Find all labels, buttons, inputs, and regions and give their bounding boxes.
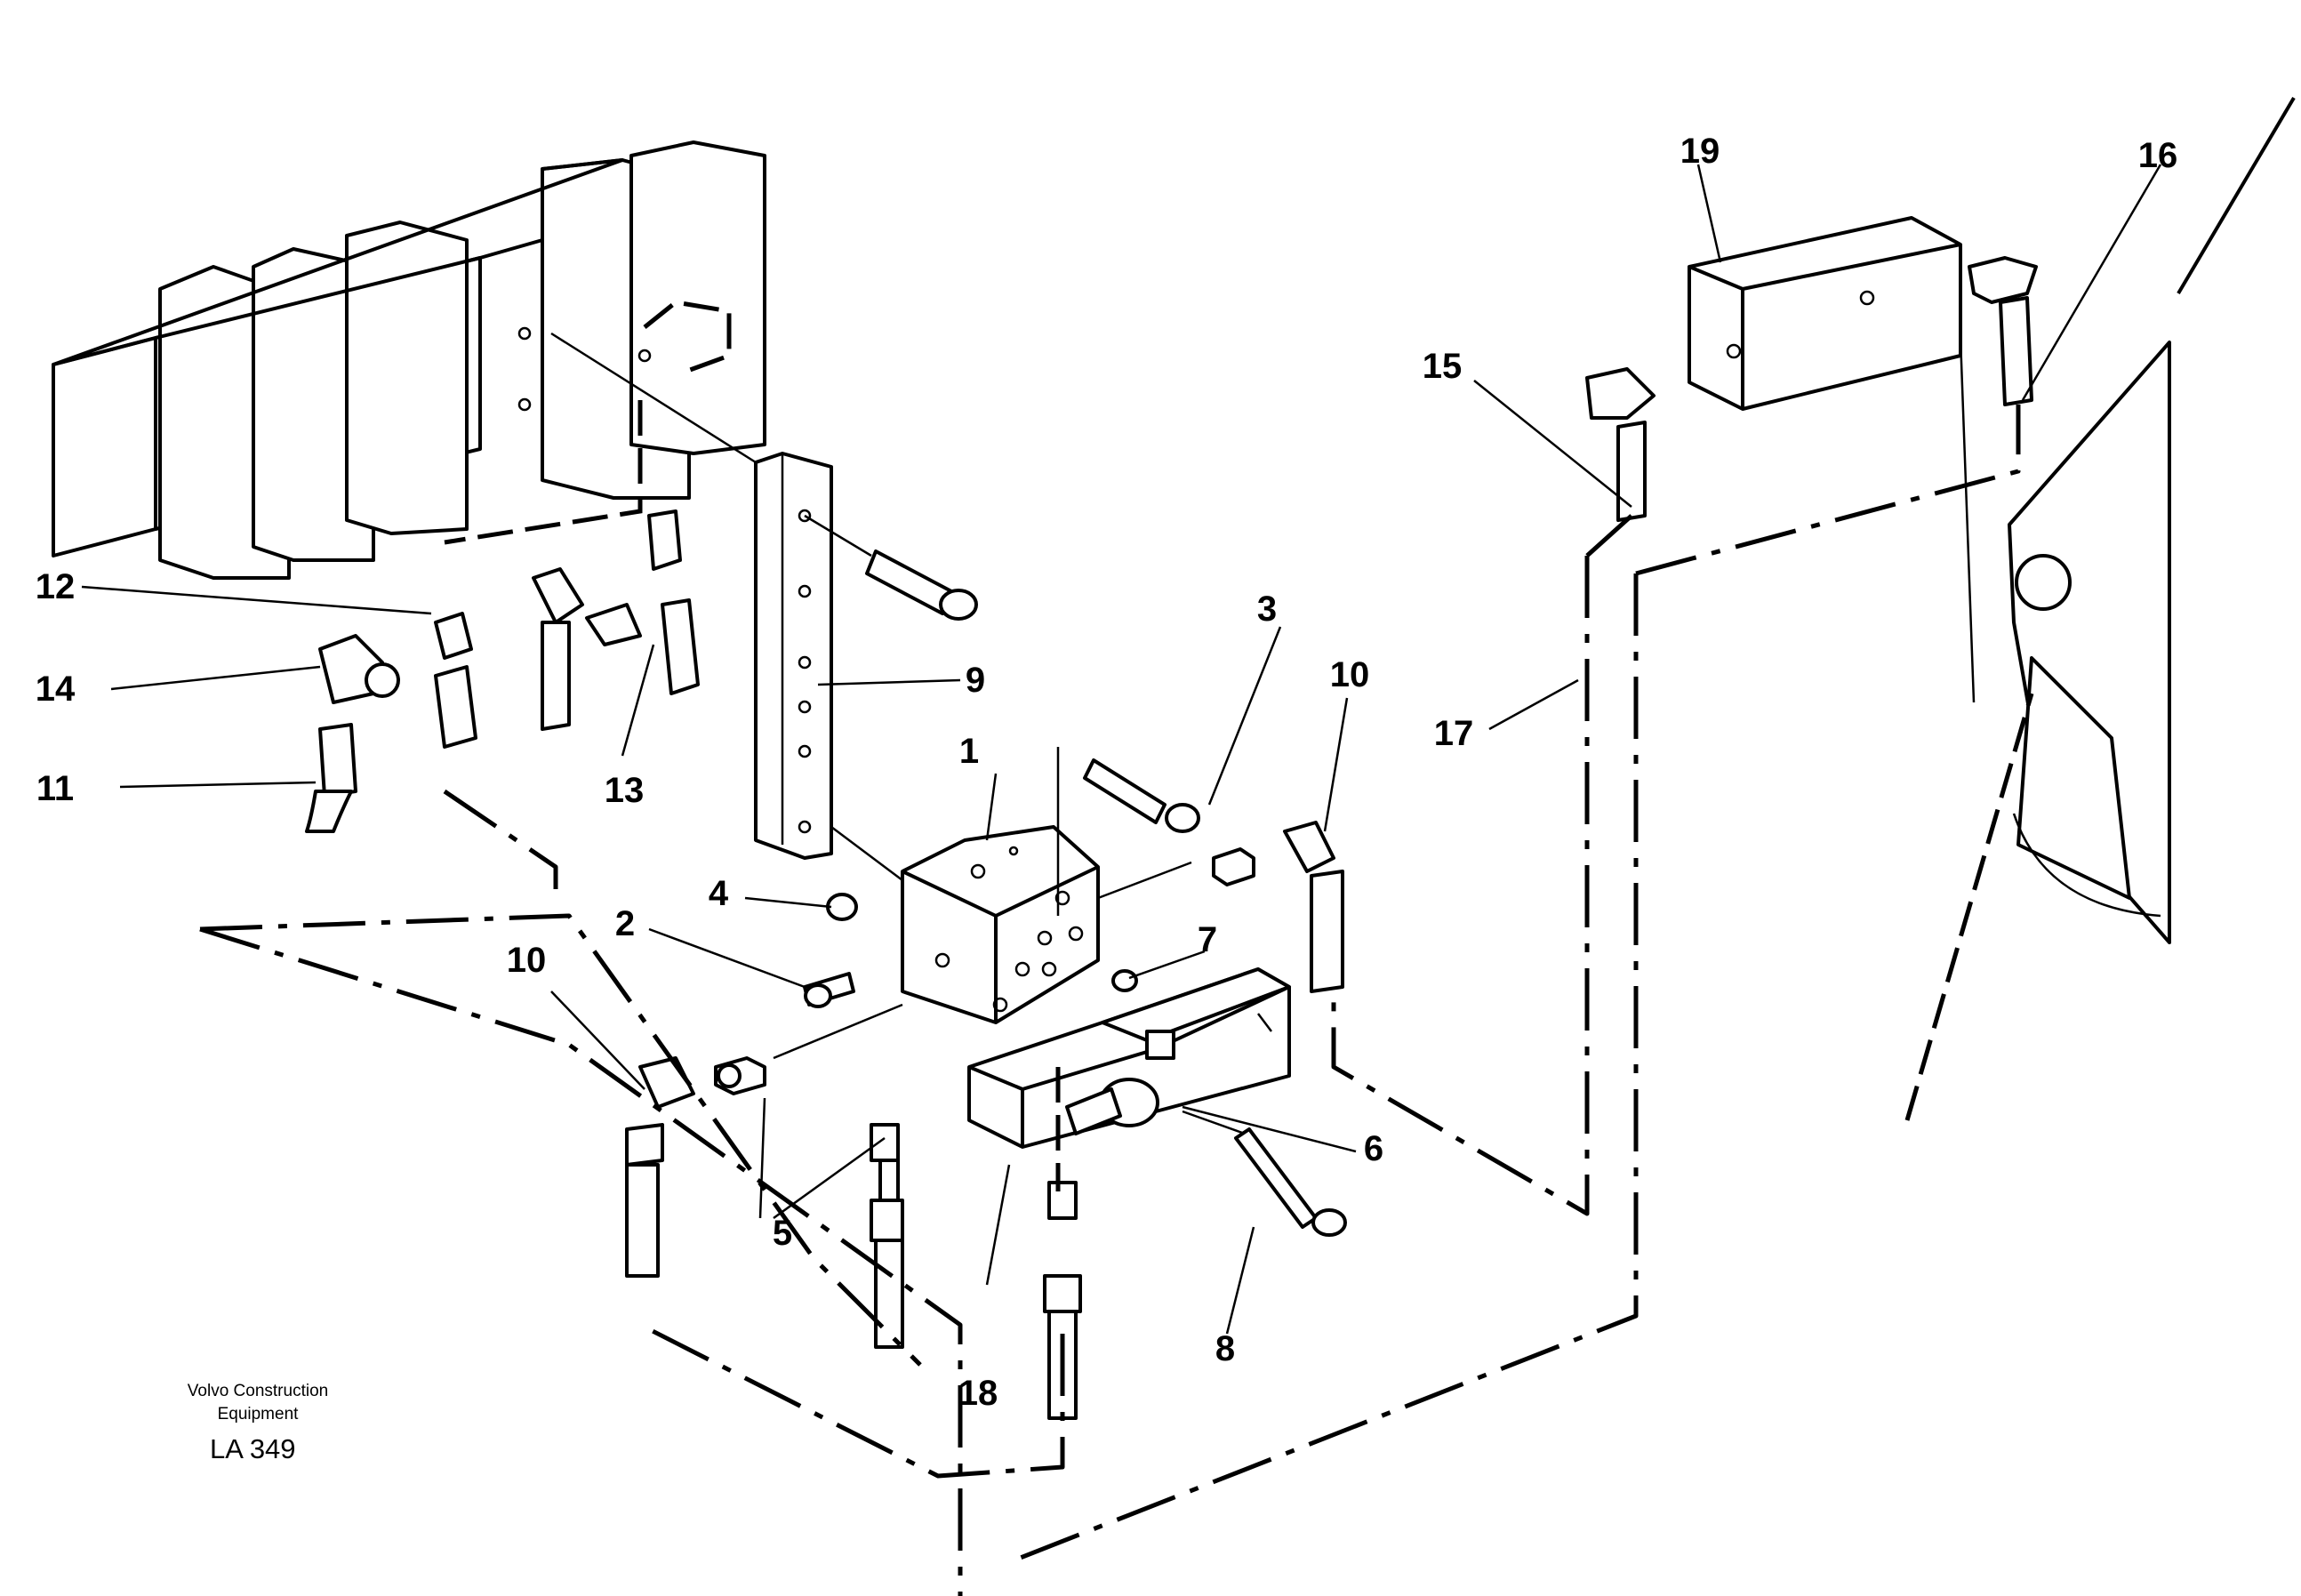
callout-9: 9 — [966, 661, 985, 700]
brand-line-1: Volvo Construction — [187, 1382, 329, 1400]
valve-bank — [52, 140, 766, 580]
callout-numbers: 1 2 3 4 5 6 7 8 9 10 10 11 12 13 14 15 1… — [36, 132, 2178, 1413]
brand-line-2: Equipment — [217, 1405, 299, 1424]
callout-1: 1 — [959, 732, 979, 771]
pressure-block — [1585, 216, 2038, 522]
callout-10-right: 10 — [1330, 655, 1370, 694]
callout-14: 14 — [36, 670, 76, 709]
callout-19: 19 — [1680, 132, 1720, 171]
callout-13: 13 — [605, 771, 645, 810]
pipe-routes — [199, 400, 2021, 1596]
callout-3: 3 — [1257, 589, 1277, 629]
figure-code: LA 349 — [210, 1433, 296, 1464]
fittings — [714, 847, 1255, 1095]
machine-frame — [1904, 96, 2296, 1121]
center-block — [830, 825, 1100, 1024]
callout-16: 16 — [2138, 136, 2178, 175]
callout-17: 17 — [1434, 714, 1474, 753]
callout-12: 12 — [36, 567, 76, 606]
bolt-bar — [804, 514, 978, 621]
callout-18: 18 — [958, 1374, 998, 1413]
callout-11: 11 — [36, 769, 74, 808]
callout-7: 7 — [1198, 920, 1217, 959]
brand-label: Volvo Construction Equipment — [142, 1380, 373, 1426]
callout-4: 4 — [709, 874, 729, 913]
callout-8: 8 — [1215, 1329, 1235, 1368]
callout-2: 2 — [615, 904, 635, 943]
leader-lines — [81, 164, 2162, 1335]
left-hoses — [305, 509, 1344, 1420]
distribution-bar — [550, 332, 833, 860]
bolt-8 — [1182, 1110, 1347, 1237]
callout-15: 15 — [1423, 347, 1463, 386]
callout-10-left: 10 — [507, 941, 547, 980]
solenoid-valve — [967, 967, 1291, 1149]
callout-6: 6 — [1364, 1129, 1383, 1168]
callout-5: 5 — [773, 1214, 792, 1253]
bolt-3 — [1056, 747, 1200, 916]
